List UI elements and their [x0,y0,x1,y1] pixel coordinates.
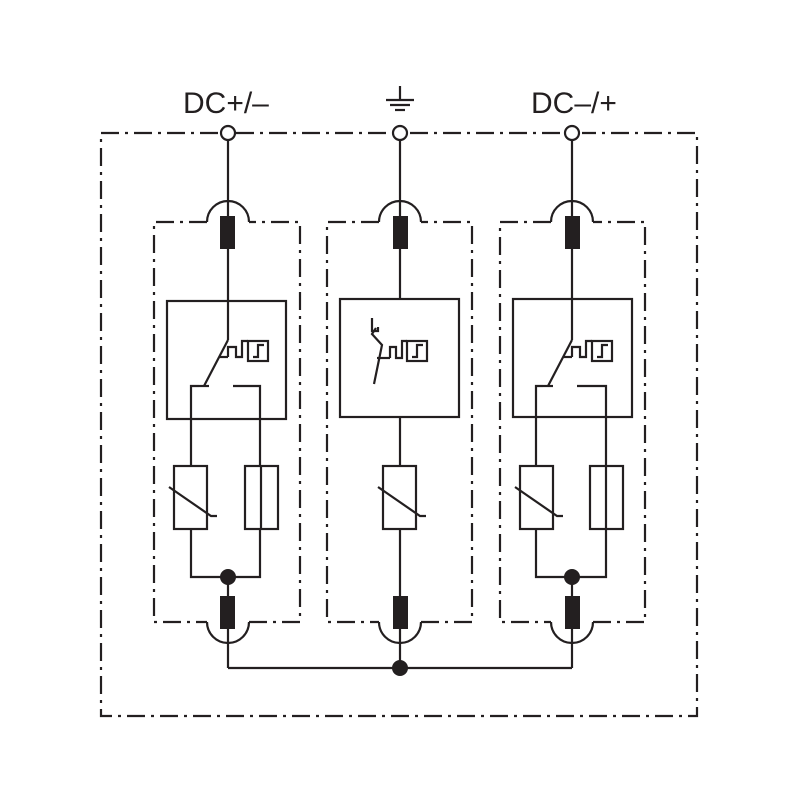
varistor-icon [518,464,555,531]
module-center-housing [325,220,474,624]
plug-contact-icon [220,216,235,249]
thermal-disconnector-icon [203,301,270,387]
plug-contact-icon [393,216,408,249]
module-center [325,140,474,668]
terminal-label-dc-minus-plus: DC–/+ [531,87,617,120]
varistor-icon [172,464,209,531]
terminal-label-dc-plus-minus: DC+/– [183,87,269,120]
module-left [152,140,302,668]
plug-contact-icon [220,596,235,629]
ground-symbol-icon [386,86,414,112]
plug-contact-icon [565,216,580,249]
open-terminal-icon [219,124,237,142]
plug-contact-icon [565,596,580,629]
plug-contact-icon [393,596,408,629]
thermal-disconnector-icon [547,299,614,387]
thermal-disconnector-icon [370,318,429,385]
junction-dot-icon [392,660,408,676]
module-right-housing [498,220,647,624]
varistor-icon [381,464,418,531]
outer-enclosure [99,131,699,718]
module-left-housing [152,220,302,624]
open-terminal-icon [391,124,409,142]
open-terminal-icon [563,124,581,142]
module-right [498,140,647,668]
